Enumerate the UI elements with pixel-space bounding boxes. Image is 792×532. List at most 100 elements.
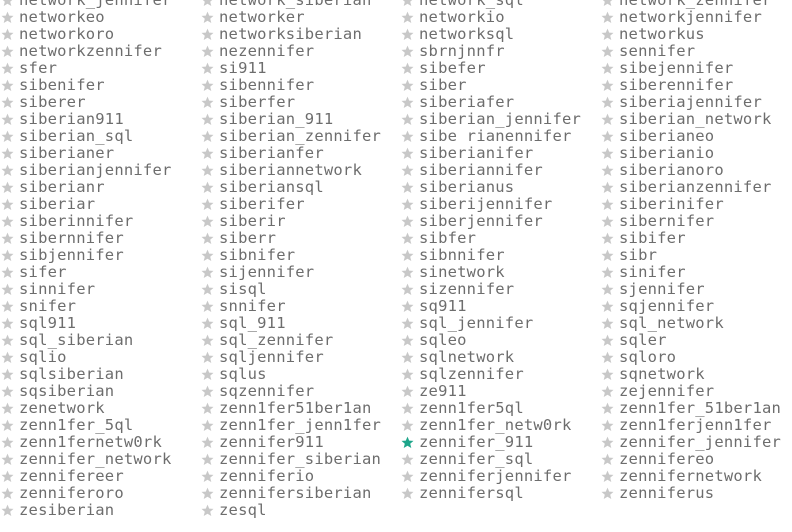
star-icon[interactable] xyxy=(1,317,14,330)
star-icon[interactable] xyxy=(601,62,614,75)
list-item[interactable]: zenn1fer_5ql xyxy=(0,417,200,434)
item-label[interactable]: sinnifer xyxy=(19,280,96,298)
list-item[interactable]: siberfer xyxy=(200,94,400,111)
list-item[interactable]: siberian_jennifer xyxy=(400,111,600,128)
list-item[interactable]: networkzennifer xyxy=(0,43,200,60)
item-label[interactable]: sibifer xyxy=(619,229,686,247)
item-label[interactable]: sinetwork xyxy=(419,263,505,281)
item-label[interactable]: sibefer xyxy=(419,59,486,77)
list-item[interactable]: zenniferoro xyxy=(0,485,200,502)
list-item[interactable]: sibjennifer xyxy=(0,247,200,264)
star-icon[interactable] xyxy=(201,79,214,92)
star-icon[interactable] xyxy=(401,385,414,398)
star-icon[interactable] xyxy=(201,232,214,245)
star-icon[interactable] xyxy=(601,317,614,330)
list-item[interactable]: zenniferjennifer xyxy=(400,468,600,485)
list-item[interactable]: zenn1fer_51ber1an xyxy=(600,400,792,417)
star-icon[interactable] xyxy=(401,96,414,109)
list-item[interactable]: sibnnifer xyxy=(400,247,600,264)
list-item[interactable]: sibernifer xyxy=(600,213,792,230)
list-item[interactable]: siberir xyxy=(200,213,400,230)
item-label[interactable]: zenniferio xyxy=(219,467,315,485)
item-label[interactable]: zenn1fer_51ber1an xyxy=(619,399,782,417)
list-item[interactable]: snnifer xyxy=(200,298,400,315)
list-item[interactable]: sqler xyxy=(600,332,792,349)
item-label[interactable]: siberjennifer xyxy=(419,212,543,230)
list-item[interactable]: sinifer xyxy=(600,264,792,281)
star-icon[interactable] xyxy=(201,181,214,194)
item-label[interactable]: zennifereo xyxy=(619,450,715,468)
star-icon[interactable] xyxy=(1,385,14,398)
list-item[interactable]: siberian911 xyxy=(0,111,200,128)
star-icon[interactable] xyxy=(601,11,614,24)
star-icon[interactable] xyxy=(1,113,14,126)
item-label[interactable]: sqlus xyxy=(219,365,267,383)
list-item[interactable]: sql_jennifer xyxy=(400,315,600,332)
list-item[interactable]: sibe rianennifer xyxy=(400,128,600,145)
star-icon[interactable] xyxy=(401,62,414,75)
item-label[interactable]: siberiannetwork xyxy=(219,161,362,179)
star-icon[interactable] xyxy=(1,232,14,245)
star-icon[interactable] xyxy=(201,283,214,296)
item-label[interactable]: zenn1fer5ql xyxy=(419,399,524,417)
star-icon[interactable] xyxy=(601,0,614,7)
list-item[interactable]: zennifereer xyxy=(0,468,200,485)
list-item[interactable]: sql911 xyxy=(0,315,200,332)
list-item[interactable]: networkjennifer xyxy=(600,9,792,26)
list-item[interactable]: sibennifer xyxy=(200,77,400,94)
item-label[interactable]: sisql xyxy=(219,280,267,298)
item-label[interactable]: zennifer_jennifer xyxy=(619,433,782,451)
item-label[interactable]: siberifer xyxy=(219,195,305,213)
item-label[interactable]: zesiberian xyxy=(19,501,115,519)
star-icon[interactable] xyxy=(601,249,614,262)
item-label[interactable]: siberianus xyxy=(419,178,515,196)
star-icon[interactable] xyxy=(201,487,214,500)
list-item[interactable]: siberiar xyxy=(0,196,200,213)
star-icon[interactable] xyxy=(401,113,414,126)
list-item[interactable]: sq911 xyxy=(400,298,600,315)
list-item[interactable]: nezennifer xyxy=(200,43,400,60)
star-icon[interactable] xyxy=(601,368,614,381)
item-label[interactable]: siberianifer xyxy=(419,144,534,162)
star-icon[interactable] xyxy=(1,334,14,347)
list-item[interactable]: networksiberian xyxy=(200,26,400,43)
star-icon[interactable] xyxy=(1,300,14,313)
star-icon[interactable] xyxy=(401,28,414,41)
list-item[interactable]: zejennifer xyxy=(600,383,792,400)
item-label[interactable]: siberinifer xyxy=(619,195,724,213)
list-item[interactable]: siberifer xyxy=(200,196,400,213)
star-icon[interactable] xyxy=(1,45,14,58)
list-item[interactable]: siberiansql xyxy=(200,179,400,196)
star-icon[interactable] xyxy=(1,368,14,381)
star-icon[interactable] xyxy=(401,130,414,143)
list-item[interactable]: siberian_network xyxy=(600,111,792,128)
item-label[interactable]: networkeo xyxy=(19,8,105,26)
item-label[interactable]: zennifernetwork xyxy=(619,467,762,485)
item-label[interactable]: siber xyxy=(419,76,467,94)
item-label[interactable]: siberfer xyxy=(219,93,296,111)
item-label[interactable]: siberianfer xyxy=(219,144,324,162)
star-icon[interactable] xyxy=(601,164,614,177)
list-item[interactable]: siberer xyxy=(0,94,200,111)
item-label[interactable]: zesql xyxy=(219,501,267,519)
item-label[interactable]: zenn1ferjenn1fer xyxy=(619,416,772,434)
item-label[interactable]: nezennifer xyxy=(219,42,315,60)
star-icon[interactable] xyxy=(601,351,614,364)
item-label[interactable]: siberiansql xyxy=(219,178,324,196)
star-icon[interactable] xyxy=(1,266,14,279)
star-icon[interactable] xyxy=(201,266,214,279)
star-icon[interactable] xyxy=(401,266,414,279)
star-icon[interactable] xyxy=(1,164,14,177)
item-label[interactable]: sibfer xyxy=(419,229,477,247)
star-icon[interactable] xyxy=(601,28,614,41)
item-label[interactable]: sibnifer xyxy=(219,246,296,264)
star-icon[interactable] xyxy=(601,385,614,398)
list-item[interactable]: network_siberian xyxy=(200,0,400,9)
list-item[interactable]: sqnetwork xyxy=(600,366,792,383)
item-label[interactable]: siberianeo xyxy=(619,127,715,145)
star-icon[interactable] xyxy=(1,283,14,296)
star-icon[interactable] xyxy=(601,436,614,449)
item-label[interactable]: sinifer xyxy=(619,263,686,281)
item-label[interactable]: zenniferjennifer xyxy=(419,467,572,485)
item-label[interactable]: sibernifer xyxy=(619,212,715,230)
